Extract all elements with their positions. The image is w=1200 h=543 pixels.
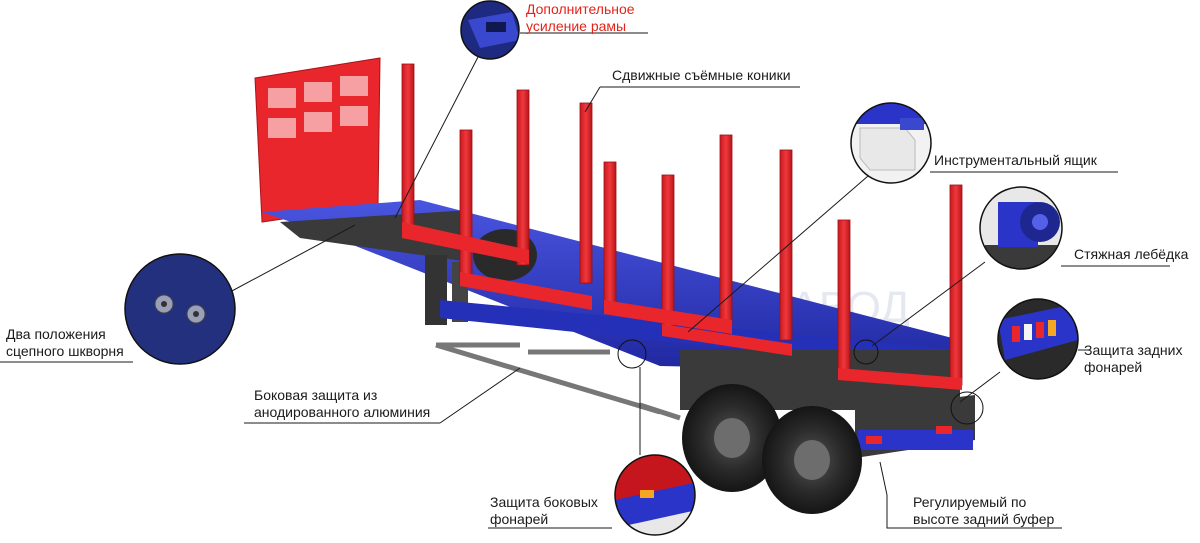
timber-trailer — [254, 57, 975, 514]
detail-side-lights — [614, 454, 696, 536]
label-kingpin-line2: сцепного шкворня — [6, 343, 124, 359]
leader-lines — [0, 32, 1170, 529]
side-protection-rails — [435, 342, 681, 421]
label-rear-lights-protection: Защита задних фонарей — [1084, 342, 1182, 376]
wheel-rear — [762, 406, 862, 514]
label-side-lights-protection: Защита боковых фонарей — [490, 494, 598, 528]
side-light-marker — [617, 339, 647, 369]
label-rear-lights-line2: фонарей — [1084, 359, 1143, 375]
rear-light-marker — [950, 391, 984, 425]
label-rear-bumper-line1: Регулируемый по — [913, 494, 1027, 510]
label-frame-reinforcement-line1: Дополнительное — [526, 1, 635, 17]
label-rear-lights-line1: Защита задних — [1084, 342, 1183, 358]
label-side-protection-line2: анодированного алюминия — [254, 404, 431, 420]
detail-frame-reinforcement — [460, 0, 520, 60]
headboard-perforation — [268, 76, 368, 138]
label-kingpin-line1: Два положения — [6, 326, 106, 342]
label-side-lights-line2: фонарей — [490, 511, 549, 527]
detail-kingpin — [124, 253, 236, 365]
tool-box-marker — [853, 339, 879, 365]
label-rear-bumper: Регулируемый по высоте задний буфер — [913, 494, 1054, 528]
label-side-protection-line1: Боковая защита из — [254, 387, 378, 403]
label-winch: Стяжная лебёдка — [1074, 246, 1189, 262]
bunk-crossbeams — [402, 222, 962, 390]
label-tool-box: Инструментальный ящик — [934, 152, 1097, 168]
label-sliding-bunks: Сдвижные съёмные коники — [612, 67, 791, 83]
label-side-protection: Боковая защита из анодированного алюмини… — [254, 387, 430, 421]
detail-tool-box — [850, 102, 932, 184]
label-side-lights-line1: Защита боковых — [490, 494, 598, 510]
detail-rear-lights — [997, 298, 1079, 380]
wheel-front — [682, 384, 782, 492]
label-rear-bumper-line2: высоте задний буфер — [913, 511, 1055, 527]
label-frame-reinforcement: Дополнительное усиление рамы — [526, 1, 635, 35]
label-frame-reinforcement-line2: усиление рамы — [526, 18, 627, 34]
gooseneck — [280, 210, 470, 262]
detail-winch — [979, 186, 1063, 270]
label-kingpin-positions: Два положения сцепного шкворня — [6, 326, 124, 360]
